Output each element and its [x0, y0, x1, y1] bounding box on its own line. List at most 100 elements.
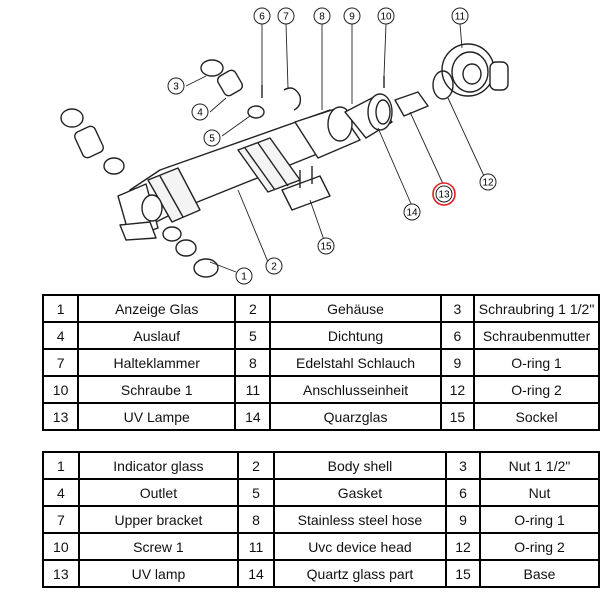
part-name-cell: O-ring 1 [478, 505, 600, 534]
svg-text:3: 3 [173, 82, 179, 93]
callout-11: 11 [451, 7, 469, 25]
part-number-cell: 2 [237, 451, 275, 480]
part-name-cell: Nut 1 1/2" [478, 451, 600, 480]
callout-13: 13 [432, 182, 456, 206]
svg-text:12: 12 [482, 178, 494, 189]
part-name-cell: Stainless steel hose [272, 505, 448, 534]
part-name-cell: Auslauf [77, 321, 237, 350]
part-number-cell: 9 [439, 348, 476, 377]
part-name-cell: Nut [478, 478, 600, 507]
part-number-cell: 4 [42, 478, 80, 507]
part-name-cell: UV Lampe [77, 402, 237, 431]
svg-text:11: 11 [455, 12, 466, 23]
part-number-cell: 7 [41, 348, 80, 377]
part-name-cell: Edelstahl Schlauch [269, 348, 442, 377]
part-name-cell: Screw 1 [77, 532, 240, 561]
svg-text:2: 2 [271, 262, 277, 273]
part-name-cell: Anzeige Glas [77, 294, 237, 323]
part-number-cell: 9 [445, 505, 481, 534]
part-name-cell: Uvc device head [272, 532, 448, 561]
part-number-cell: 4 [41, 321, 80, 350]
part-name-cell: Gehäuse [269, 294, 442, 323]
part-number-cell: 2 [234, 294, 272, 323]
part-number-cell: 14 [234, 402, 272, 431]
part-number-cell: 10 [41, 375, 80, 404]
part-number-cell: 6 [439, 321, 476, 350]
stainless-hose-part [294, 106, 361, 159]
part-name-cell: O-ring 1 [473, 348, 600, 377]
part-number-cell: 10 [42, 532, 80, 561]
part-number-cell: 11 [237, 532, 275, 561]
callout-10: 10 [377, 7, 395, 25]
part-number-cell: 15 [445, 559, 481, 588]
quartz-glass-part [344, 91, 429, 139]
svg-text:1: 1 [241, 272, 247, 283]
part-name-cell: UV lamp [77, 559, 240, 588]
part-number-cell: 3 [439, 294, 476, 323]
nut-fitting-part [60, 59, 265, 278]
part-name-cell: Indicator glass [77, 451, 240, 480]
part-number-cell: 5 [237, 478, 275, 507]
callout-8: 8 [313, 7, 331, 25]
part-number-cell: 5 [234, 321, 272, 350]
svg-text:4: 4 [197, 108, 203, 119]
part-name-cell: Quarzglas [269, 402, 442, 431]
svg-text:10: 10 [380, 12, 392, 23]
o-ring-2-part [432, 70, 454, 100]
part-name-cell: Outlet [77, 478, 240, 507]
part-number-cell: 15 [439, 402, 476, 431]
body-shell-part [117, 109, 353, 241]
part-number-cell: 3 [445, 451, 481, 480]
svg-text:14: 14 [406, 208, 418, 219]
svg-text:7: 7 [283, 12, 289, 23]
part-name-cell: Sockel [473, 402, 600, 431]
callout-12: 12 [479, 173, 497, 191]
part-name-cell: Schraubring 1 1/2" [473, 294, 600, 323]
callout-9: 9 [343, 7, 361, 25]
svg-text:5: 5 [209, 134, 215, 145]
callout-14: 14 [403, 203, 421, 221]
leader-lines [185, 23, 485, 273]
part-number-cell: 14 [237, 559, 275, 588]
part-number-cell: 12 [445, 532, 481, 561]
callout-7: 7 [277, 7, 295, 25]
svg-text:8: 8 [319, 12, 325, 23]
part-name-cell: Schraube 1 [77, 375, 237, 404]
part-name-cell: Base [478, 559, 600, 588]
callout-6: 6 [253, 7, 271, 25]
callout-1: 1 [235, 267, 253, 285]
part-name-cell: Quartz glass part [272, 559, 448, 588]
callout-4: 4 [191, 103, 209, 121]
part-number-cell: 1 [42, 451, 80, 480]
svg-text:13: 13 [438, 190, 450, 201]
svg-text:6: 6 [259, 12, 265, 23]
part-number-cell: 7 [42, 505, 80, 534]
part-name-cell: Schraubenmutter [473, 321, 600, 350]
part-number-cell: 13 [41, 402, 80, 431]
part-number-cell: 11 [234, 375, 272, 404]
part-name-cell: Anschlusseinheit [269, 375, 442, 404]
part-number-cell: 6 [445, 478, 481, 507]
callout-3: 3 [167, 77, 185, 95]
callout-2: 2 [265, 257, 283, 275]
part-number-cell: 1 [41, 294, 80, 323]
svg-text:9: 9 [349, 12, 355, 23]
part-number-cell: 8 [234, 348, 272, 377]
exploded-parts-diagram: 6 7 8 9 10 11 3 4 5 1 2 15 14 12 13 [60, 7, 509, 285]
base-part [281, 166, 331, 211]
upper-bracket-part [283, 87, 302, 111]
part-number-cell: 8 [237, 505, 275, 534]
part-number-cell: 13 [42, 559, 80, 588]
